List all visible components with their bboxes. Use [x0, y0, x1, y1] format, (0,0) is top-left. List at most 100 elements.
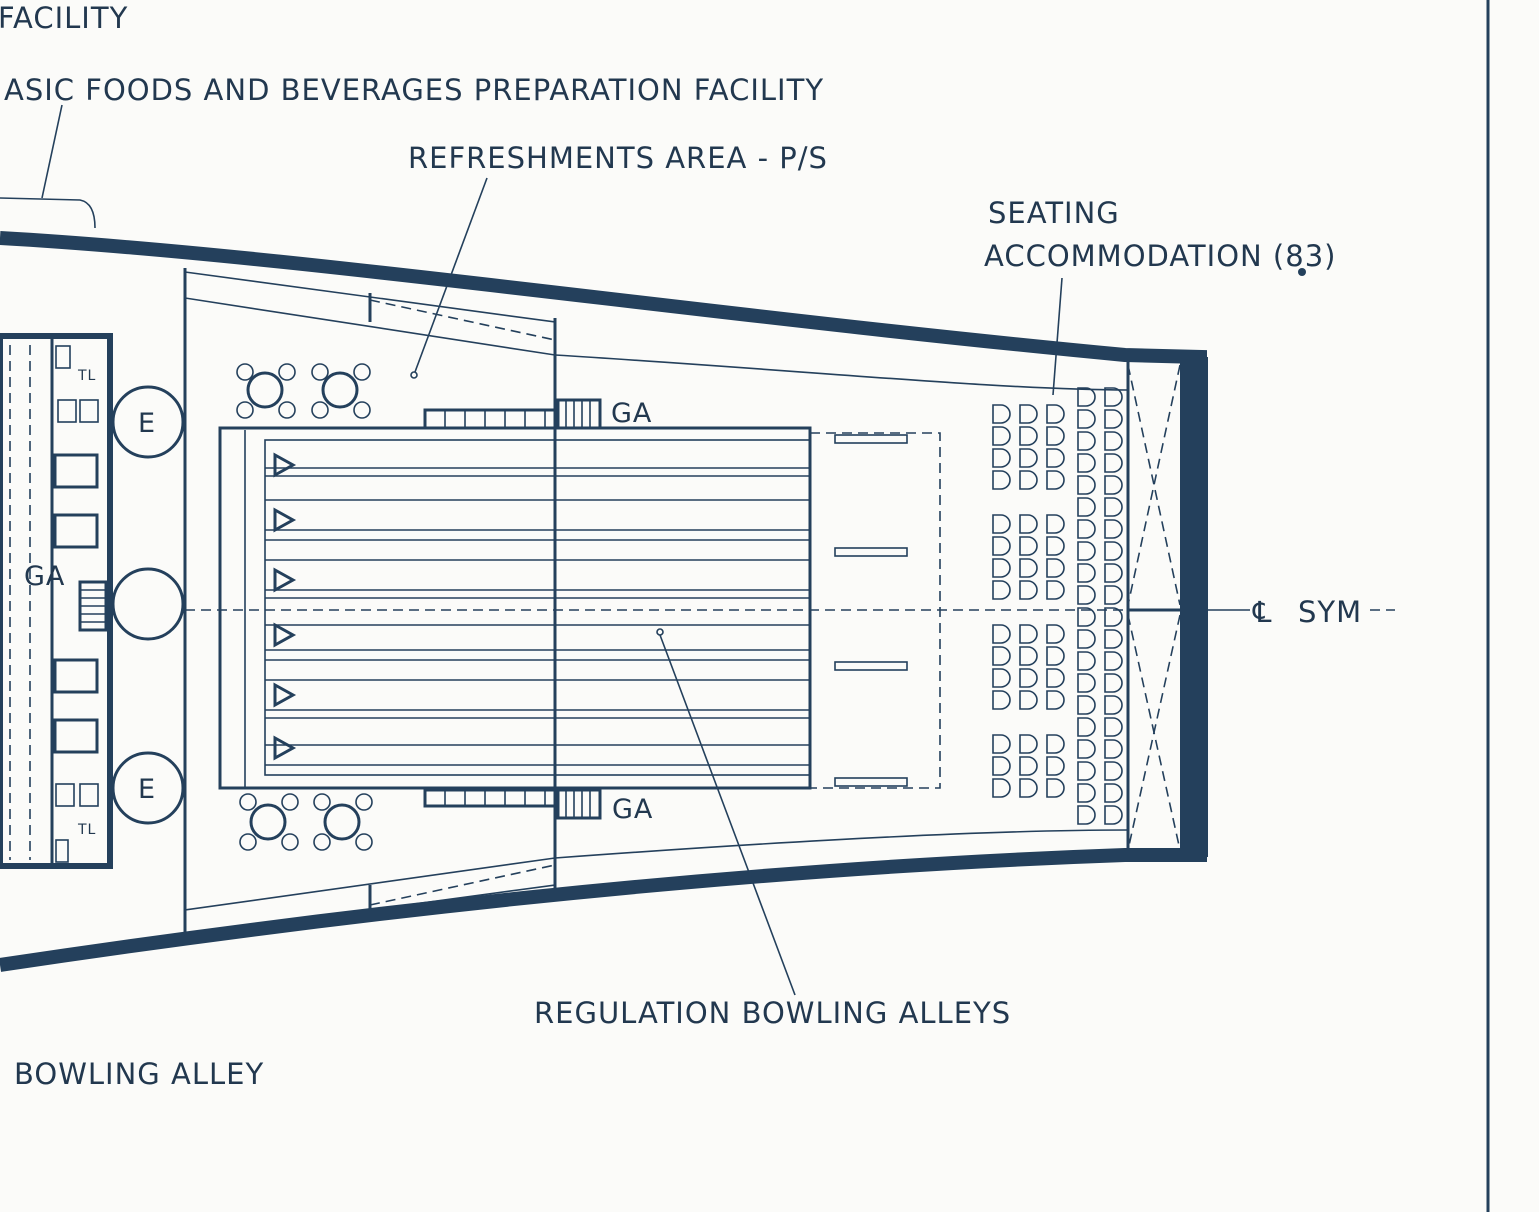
seat	[1019, 668, 1038, 688]
seat	[1046, 404, 1065, 424]
label-basic-foods: ASIC FOODS AND BEVERAGES PREPARATION FAC…	[4, 73, 824, 107]
seat	[1077, 585, 1096, 605]
seat	[1104, 739, 1123, 759]
seat	[1104, 387, 1123, 407]
seat	[1019, 448, 1038, 468]
aft-bulkhead	[1180, 357, 1208, 857]
seat	[1077, 805, 1096, 825]
seat	[1046, 558, 1065, 578]
ga-grille-bottom	[556, 788, 602, 820]
alley-lanes	[265, 467, 810, 766]
seat	[1019, 690, 1038, 710]
seat	[1046, 624, 1065, 644]
seat	[1019, 734, 1038, 754]
seating-rows	[992, 387, 1123, 825]
seat	[1077, 563, 1096, 583]
seat	[1104, 607, 1123, 627]
label-toilet-bottom: TL	[77, 822, 96, 838]
seat	[1019, 778, 1038, 798]
label-centerline-sym: SYM	[1298, 595, 1362, 629]
seat	[1077, 475, 1096, 495]
label-toilet-top: TL	[77, 368, 96, 384]
seat	[1046, 514, 1065, 534]
seat	[992, 646, 1011, 666]
seat	[1104, 563, 1123, 583]
seat	[1077, 431, 1096, 451]
seat	[992, 580, 1011, 600]
seat	[1019, 536, 1038, 556]
seat	[1077, 453, 1096, 473]
seat	[1077, 519, 1096, 539]
seat	[992, 514, 1011, 534]
seat	[1077, 541, 1096, 561]
seat	[992, 734, 1011, 754]
seat	[1104, 409, 1123, 429]
seat	[1077, 629, 1096, 649]
seat	[992, 470, 1011, 490]
seat	[1046, 734, 1065, 754]
label-ga-left: GA	[24, 561, 65, 592]
seat	[992, 690, 1011, 710]
seat	[1019, 426, 1038, 446]
seat	[1104, 475, 1123, 495]
seat	[1019, 756, 1038, 776]
label-seating-accommodation: ACCOMMODATION (83)	[984, 239, 1336, 273]
seat	[1077, 717, 1096, 737]
seat	[1104, 695, 1123, 715]
seat	[1104, 453, 1123, 473]
seat	[1104, 717, 1123, 737]
seat	[1077, 673, 1096, 693]
stair-trunk	[111, 567, 185, 641]
seat	[1104, 629, 1123, 649]
seat	[1019, 514, 1038, 534]
seat	[992, 778, 1011, 798]
seat	[1077, 739, 1096, 759]
seat	[1046, 426, 1065, 446]
service-block	[0, 333, 113, 869]
seat	[1077, 651, 1096, 671]
seat	[1046, 470, 1065, 490]
seat	[1104, 497, 1123, 517]
refreshment-counter-bottom	[423, 788, 557, 808]
seat	[1104, 431, 1123, 451]
label-regulation-bowling-alleys: REGULATION BOWLING ALLEYS	[534, 996, 1011, 1030]
label-ga-bottom: GA	[612, 794, 653, 825]
seat	[1046, 668, 1065, 688]
alley-approach-arrows	[273, 452, 297, 761]
pinsetter-area	[809, 432, 941, 789]
seat	[1077, 387, 1096, 407]
label-refreshments: REFRESHMENTS AREA - P/S	[408, 141, 828, 175]
hull-outline	[0, 231, 1207, 972]
seat	[992, 404, 1011, 424]
seat	[1019, 624, 1038, 644]
seat	[1019, 404, 1038, 424]
seat	[1077, 409, 1096, 429]
seat	[992, 668, 1011, 688]
label-elevator-top: E	[138, 408, 156, 439]
refreshment-counter-top	[423, 408, 557, 430]
label-ga-top: GA	[611, 398, 652, 429]
seat	[1077, 761, 1096, 781]
seat	[1104, 783, 1123, 803]
seat	[1046, 646, 1065, 666]
seat	[1077, 607, 1096, 627]
seat	[1104, 761, 1123, 781]
label-bowling-alley: BOWLING ALLEY	[14, 1057, 264, 1091]
seat	[1077, 497, 1096, 517]
seat	[992, 448, 1011, 468]
seat	[992, 536, 1011, 556]
seat	[1104, 673, 1123, 693]
seat	[992, 756, 1011, 776]
seat	[1104, 519, 1123, 539]
bowling-alleys-block	[218, 426, 812, 790]
seat	[1104, 651, 1123, 671]
seat	[1046, 778, 1065, 798]
centerline-symbol: ℄	[1252, 595, 1273, 629]
seat	[992, 558, 1011, 578]
seat	[1019, 558, 1038, 578]
seat	[1077, 783, 1096, 803]
ga-grille-top	[556, 398, 602, 430]
seat	[1019, 470, 1038, 490]
seat	[1046, 536, 1065, 556]
label-facility: FACILITY	[0, 1, 128, 35]
